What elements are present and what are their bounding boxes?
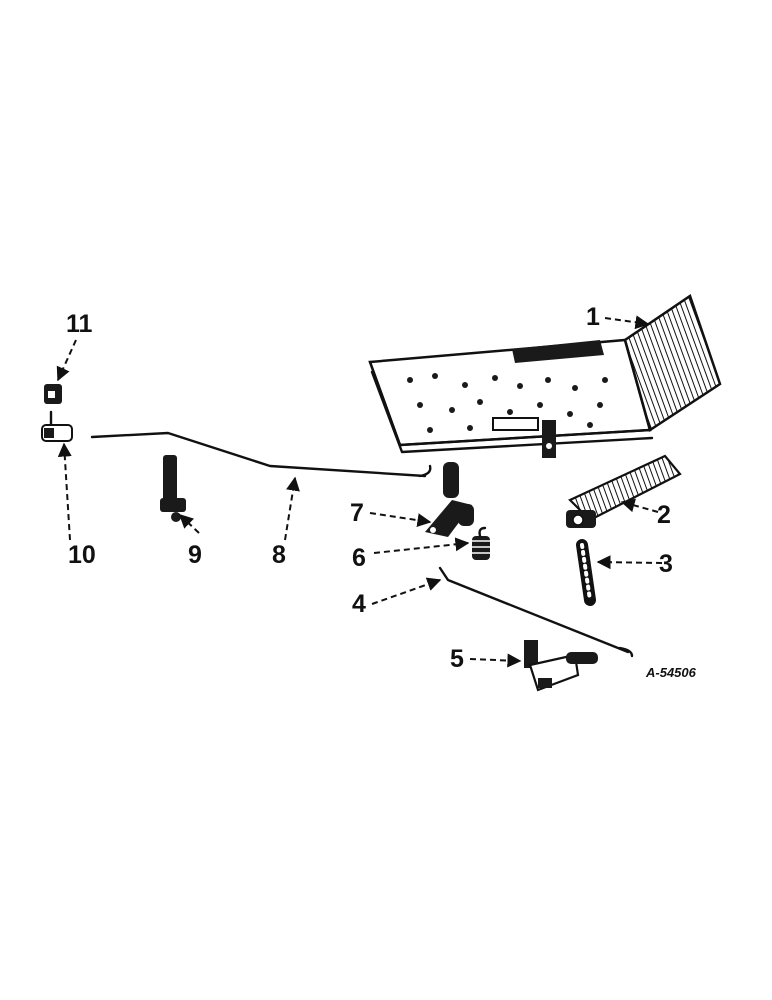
part-9-bellcrank: [160, 455, 186, 522]
part-7-lever: [425, 462, 474, 537]
part-10-pin: [41, 424, 73, 442]
part-6-spring: [472, 526, 490, 560]
leader-lines: [56, 315, 663, 668]
callout-4: 4: [352, 590, 366, 618]
part-11-clip: [44, 384, 62, 426]
callout-10: 10: [68, 541, 96, 569]
part-1-floor-plate: [368, 294, 722, 458]
callout-2: 2: [657, 501, 671, 529]
part-3-pedal-shaft: [576, 539, 596, 606]
callout-8: 8: [272, 541, 286, 569]
part-4-rod: [438, 566, 634, 658]
callouts: 1 2 3 4 5 6 7 8 9 10 11: [66, 303, 673, 673]
callout-6: 6: [352, 544, 366, 572]
part-8-rod: [90, 431, 432, 478]
callout-5: 5: [450, 645, 464, 673]
callout-9: 9: [188, 541, 202, 569]
callout-3: 3: [659, 550, 673, 578]
callout-1: 1: [586, 303, 600, 331]
callout-11: 11: [66, 310, 93, 338]
part-2-pedal: [566, 454, 682, 528]
callout-7: 7: [350, 499, 364, 527]
part-5-bracket: [524, 640, 598, 692]
figure-id: A-54506: [645, 665, 697, 680]
